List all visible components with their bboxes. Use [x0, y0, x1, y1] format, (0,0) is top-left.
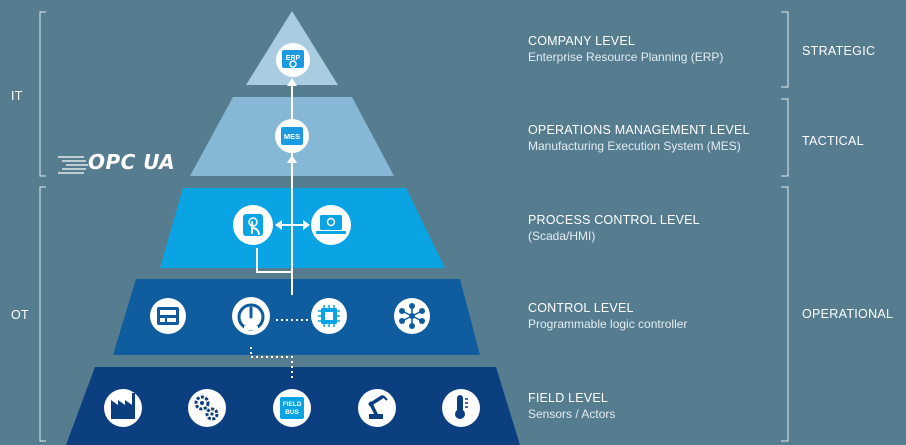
svg-text:BUS: BUS: [285, 409, 299, 416]
control-level-layer: [113, 279, 480, 355]
tactical-bracket: [781, 98, 789, 177]
operational-label: OPERATIONAL: [802, 307, 894, 321]
dotted-link-field: [250, 347, 293, 380]
erp-icon: ERP: [276, 43, 310, 77]
robot-arm-icon: [358, 389, 396, 427]
ot-bracket: [39, 186, 46, 442]
control-level-subtitle: Programmable logic controller: [528, 317, 688, 331]
it-bracket: [39, 11, 46, 177]
tactical-label: TACTICAL: [802, 134, 864, 148]
process-control-level-subtitle: (Scada/HMI): [528, 229, 596, 243]
fieldbus-icon: FIELD BUS: [273, 389, 311, 427]
gauge-icon: [232, 297, 270, 335]
field-level-title: FIELD LEVEL: [528, 391, 609, 405]
arrow-right: [303, 220, 310, 230]
it-label: IT: [11, 89, 23, 103]
thermometer-icon: [442, 389, 480, 427]
cpu-chip-icon: [311, 298, 347, 334]
field-level-subtitle: Sensors / Actors: [528, 407, 616, 421]
company-level-title: COMPANY LEVEL: [528, 34, 636, 48]
network-hub-icon: [394, 298, 430, 334]
svg-text:ERP: ERP: [286, 55, 301, 62]
plc-module-icon: [150, 298, 186, 334]
scada-laptop-icon: [311, 205, 351, 245]
factory-icon: [104, 389, 142, 427]
strategic-bracket: [781, 11, 789, 88]
operations-level-subtitle: Manufacturing Execution System (MES): [528, 139, 741, 153]
gears-icon: [188, 389, 226, 427]
svg-text:FIELD: FIELD: [283, 401, 302, 408]
company-level-subtitle: Enterprise Resource Planning (ERP): [528, 50, 724, 64]
mes-icon: MES: [275, 119, 309, 153]
hmi-link-line: [256, 248, 292, 273]
arrow-left: [275, 220, 282, 230]
ot-label: OT: [11, 308, 29, 322]
arrow-up-mes: [287, 155, 297, 163]
hmi-touch-icon: [233, 205, 273, 245]
process-control-level-layer: [160, 188, 445, 268]
control-level-title: CONTROL LEVEL: [528, 301, 634, 315]
operations-level-title: OPERATIONS MANAGEMENT LEVEL: [528, 123, 750, 137]
process-control-level-title: PROCESS CONTROL LEVEL: [528, 213, 700, 227]
arrow-up-erp: [287, 78, 297, 86]
operational-bracket: [781, 186, 789, 442]
svg-text:MES: MES: [284, 132, 300, 141]
opc-ua-logo: OPC UA: [88, 150, 176, 174]
strategic-label: STRATEGIC: [802, 44, 876, 58]
opc-ua-logo-speed-lines: [58, 156, 88, 174]
